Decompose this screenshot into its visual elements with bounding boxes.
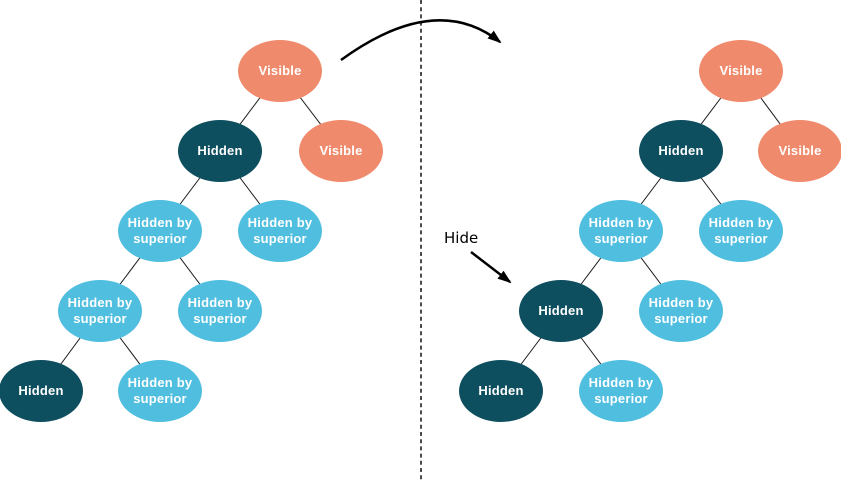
left-tree-node: Hidden by superior [178,280,262,342]
left-tree-node: Hidden by superior [118,360,202,422]
tree-node-label: Hidden by superior [588,215,654,246]
left-tree-node: Hidden by superior [118,200,202,262]
hide-label: Hide [444,229,479,247]
right-tree-node: Hidden by superior [579,200,663,262]
tree-node-label: Hidden [478,383,524,398]
tree-node-label: Hidden by superior [67,295,133,326]
left-tree-node: Hidden [0,360,83,422]
tree-node-label: Hidden [538,303,584,318]
tree-node-label: Hidden [18,383,64,398]
right-tree-node: Visible [758,120,841,182]
tree-node-label: Hidden by superior [127,375,193,406]
right-tree-node: Hidden by superior [579,360,663,422]
tree-node-label: Visible [778,143,822,158]
left-tree-node: Hidden by superior [58,280,142,342]
right-tree-node: Hidden [639,120,723,182]
right-tree-node-hidden-target: Hidden [519,280,603,342]
right-tree-node-root: Visible [699,40,783,102]
tree-node-label: Visible [719,63,763,78]
right-tree-node: Hidden by superior [699,200,783,262]
tree-node-label: Visible [258,63,302,78]
tree-node-label: Hidden [197,143,243,158]
left-tree-node-root: Visible [238,40,322,102]
tree-node-label: Hidden by superior [588,375,654,406]
left-tree-node: Hidden [178,120,262,182]
tree-node-label: Hidden by superior [708,215,774,246]
tree-node-label: Hidden by superior [648,295,714,326]
right-tree-node: Hidden by superior [639,280,723,342]
tree-node-label: Hidden by superior [127,215,193,246]
tree-node-label: Hidden by superior [247,215,313,246]
tree-node-label: Visible [319,143,363,158]
left-tree-node: Visible [299,120,383,182]
hide-arrow [470,251,512,284]
transform-arrow [340,19,502,62]
left-tree-node: Hidden by superior [238,200,322,262]
tree-node-label: Hidden by superior [187,295,253,326]
tree-node-label: Hidden [658,143,704,158]
right-tree-node: Hidden [459,360,543,422]
